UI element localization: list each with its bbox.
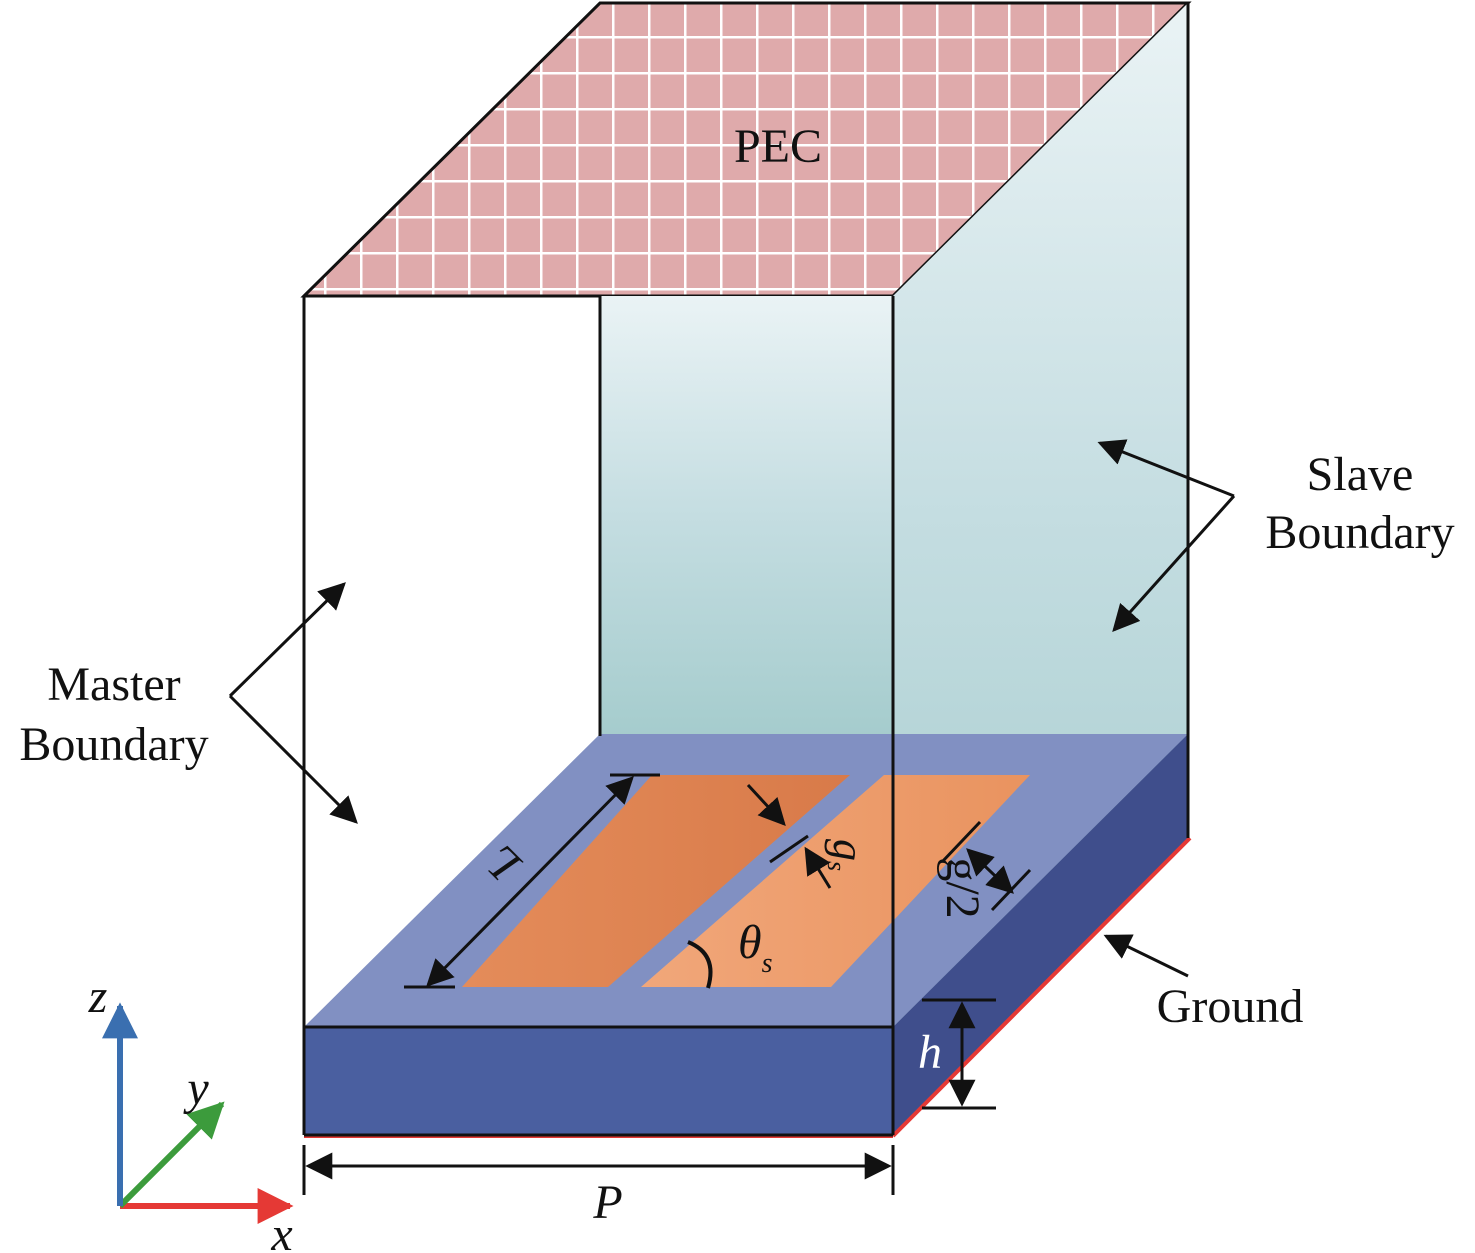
- dimension-p-label: P: [592, 1176, 622, 1229]
- patch-right: [641, 775, 1030, 987]
- ground-leader-arrow: [1103, 934, 1189, 978]
- slave-back-face: [600, 296, 893, 736]
- dimension-half-gap: [940, 820, 1032, 912]
- dimension-half-gap-label: g/2: [936, 857, 989, 918]
- dimension-p: [302, 1145, 895, 1195]
- z-axis-label: z: [88, 970, 108, 1023]
- angle-arc: [687, 940, 713, 989]
- slave-label-line1: Slave: [1307, 448, 1414, 501]
- y-axis-arrow: [117, 1101, 225, 1209]
- ground-label: Ground: [1157, 980, 1304, 1033]
- slave-leader-arrows: [1097, 439, 1236, 633]
- x-axis-label: x: [270, 1208, 292, 1253]
- substrate-front-face: [304, 1027, 893, 1135]
- dimension-gs-label: gs: [822, 839, 873, 871]
- dimension-gs: [746, 783, 832, 889]
- master-leader-arrows: [228, 582, 358, 824]
- box-edges: [302, 3, 1190, 1137]
- pec-label: PEC: [734, 120, 822, 173]
- coordinate-axes: [102, 1002, 294, 1224]
- master-label-line1: Master: [47, 658, 180, 711]
- y-axis-label: y: [182, 1062, 209, 1115]
- dimension-h: [922, 998, 996, 1110]
- angle-label: θs: [738, 916, 773, 979]
- dimension-h-label: h: [918, 1026, 942, 1079]
- dimension-l: [404, 773, 660, 989]
- master-label-line2: Boundary: [19, 718, 208, 771]
- ground-edge-side: [891, 836, 1192, 1138]
- slave-label-line2: Boundary: [1265, 506, 1454, 559]
